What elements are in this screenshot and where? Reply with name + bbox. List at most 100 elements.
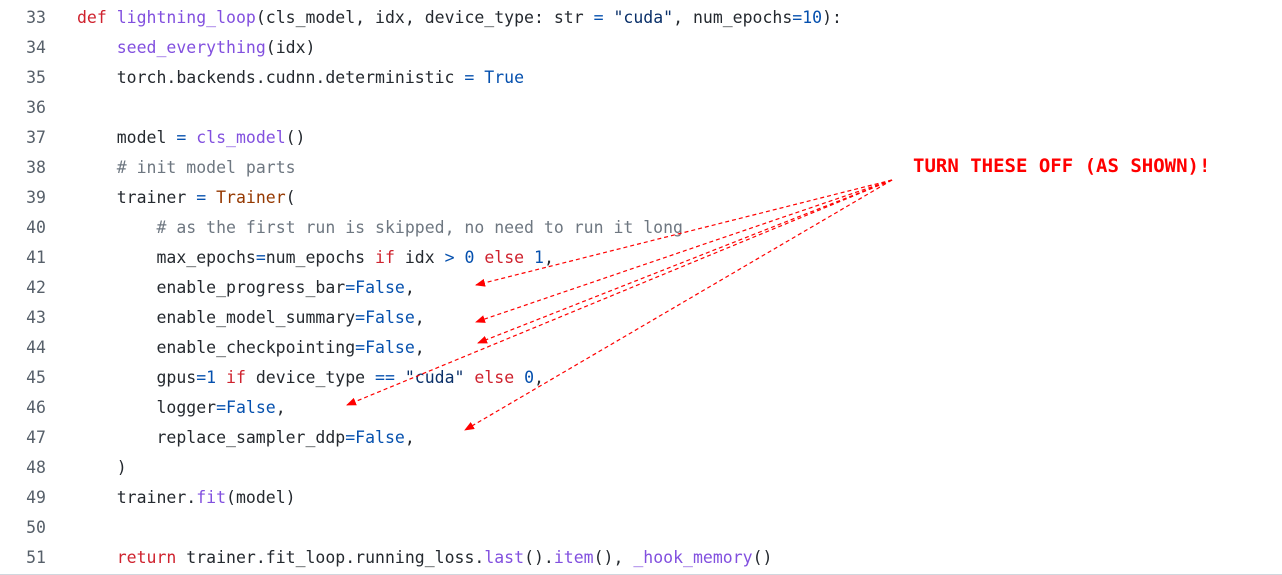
code-token: , <box>404 428 415 447</box>
code-token: , <box>414 308 425 327</box>
code-token: () <box>752 548 773 567</box>
code-token: (cls_model, idx, device_type: str <box>255 8 594 27</box>
code-line: 45 gpus=1 if device_type == "cuda" else … <box>0 363 1282 393</box>
code-token: , <box>404 278 415 297</box>
code-token: return <box>116 548 177 567</box>
code-token: = <box>196 368 207 387</box>
line-number: 48 <box>26 458 46 477</box>
code-token: device_type <box>245 368 376 387</box>
line-number: 49 <box>26 488 46 507</box>
code-token <box>464 368 474 387</box>
code-token: fit <box>196 488 227 507</box>
code-token: False <box>355 428 405 447</box>
code-token <box>474 68 484 87</box>
code-token: 0 <box>524 368 535 387</box>
code-text: torch.backends.cudnn.deterministic = Tru… <box>77 63 524 93</box>
code-text: gpus=1 if device_type == "cuda" else 0, <box>77 363 544 393</box>
code-line: 40 # as the first run is skipped, no nee… <box>0 213 1282 243</box>
line-number: 47 <box>26 428 46 447</box>
code-token: 10 <box>802 8 823 27</box>
code-token: = <box>355 308 366 327</box>
code-line: 47 replace_sampler_ddp=False, <box>0 423 1282 453</box>
code-token <box>216 368 226 387</box>
code-text: trainer.fit(model) <box>77 483 296 513</box>
code-token: gpus <box>77 368 197 387</box>
code-token: 0 <box>464 248 475 267</box>
code-token: ( <box>285 188 296 207</box>
code-token <box>604 8 614 27</box>
code-token <box>107 8 117 27</box>
code-token: ): <box>822 8 842 27</box>
code-token: enable_progress_bar <box>77 278 346 297</box>
code-token: seed_everything <box>116 38 266 57</box>
code-token: # as the first run is skipped, no need t… <box>156 218 683 237</box>
code-text: ) <box>77 453 127 483</box>
code-token: True <box>484 68 525 87</box>
code-text: trainer = Trainer( <box>77 183 296 213</box>
code-line: 36 <box>0 93 1282 123</box>
line-number: 40 <box>26 218 46 237</box>
code-line: 35 torch.backends.cudnn.deterministic = … <box>0 63 1282 93</box>
code-token: (model) <box>226 488 296 507</box>
code-token: torch.backends.cudnn.deterministic <box>77 68 465 87</box>
code-token: False <box>365 338 415 357</box>
line-number: 33 <box>26 8 46 27</box>
code-text: enable_checkpointing=False, <box>77 333 425 363</box>
code-token: = <box>345 278 356 297</box>
code-token: lightning_loop <box>116 8 256 27</box>
code-token: , <box>414 338 425 357</box>
code-line: 34 seed_everything(idx) <box>0 33 1282 63</box>
code-token <box>524 248 534 267</box>
code-token: () <box>285 128 306 147</box>
line-number: 35 <box>26 68 46 87</box>
annotation-text: TURN THESE OFF (AS SHOWN)! <box>913 155 1211 177</box>
code-text: seed_everything(idx) <box>77 33 316 63</box>
code-token: if <box>226 368 246 387</box>
line-number: 41 <box>26 248 46 267</box>
code-text: def lightning_loop(cls_model, idx, devic… <box>77 3 842 33</box>
line-number: 38 <box>26 158 46 177</box>
code-token: max_epochs <box>77 248 256 267</box>
code-token: enable_model_summary <box>77 308 356 327</box>
line-number: 44 <box>26 338 46 357</box>
line-number: 39 <box>26 188 46 207</box>
code-token: , <box>275 398 286 417</box>
code-text: enable_model_summary=False, <box>77 303 425 333</box>
code-token <box>474 248 484 267</box>
code-token: model <box>77 128 177 147</box>
line-number: 45 <box>26 368 46 387</box>
code-token: ) <box>77 458 127 477</box>
code-token: (), <box>593 548 634 567</box>
code-token: # init model parts <box>116 158 296 177</box>
line-number: 46 <box>26 398 46 417</box>
code-line: 44 enable_checkpointing=False, <box>0 333 1282 363</box>
code-token: replace_sampler_ddp <box>77 428 346 447</box>
code-token <box>395 368 405 387</box>
code-token: def <box>77 8 107 27</box>
line-number: 42 <box>26 278 46 297</box>
code-line: 51 return trainer.fit_loop.running_loss.… <box>0 543 1282 573</box>
code-token <box>77 38 117 57</box>
code-token: (idx) <box>265 38 316 57</box>
code-token: _hook_memory <box>633 548 753 567</box>
code-text: max_epochs=num_epochs if idx > 0 else 1, <box>77 243 553 273</box>
code-token: num_epochs <box>265 248 376 267</box>
code-token: = <box>355 338 366 357</box>
code-token: idx <box>394 248 445 267</box>
code-text: model = cls_model() <box>77 123 306 153</box>
code-token: > <box>444 248 455 267</box>
code-token <box>77 548 117 567</box>
code-line: 33 def lightning_loop(cls_model, idx, dev… <box>0 3 1282 33</box>
code-token: = <box>255 248 266 267</box>
code-token: logger <box>77 398 217 417</box>
code-line: 48 ) <box>0 453 1282 483</box>
code-line: 39 trainer = Trainer( <box>0 183 1282 213</box>
code-line: 49 trainer.fit(model) <box>0 483 1282 513</box>
code-view: 33 def lightning_loop(cls_model, idx, dev… <box>0 3 1282 573</box>
code-text: return trainer.fit_loop.running_loss.las… <box>77 543 773 573</box>
code-token: = <box>792 8 803 27</box>
code-token: item <box>553 548 594 567</box>
code-token: == <box>375 368 395 387</box>
code-line: 50 <box>0 513 1282 543</box>
code-line: 43 enable_model_summary=False, <box>0 303 1282 333</box>
